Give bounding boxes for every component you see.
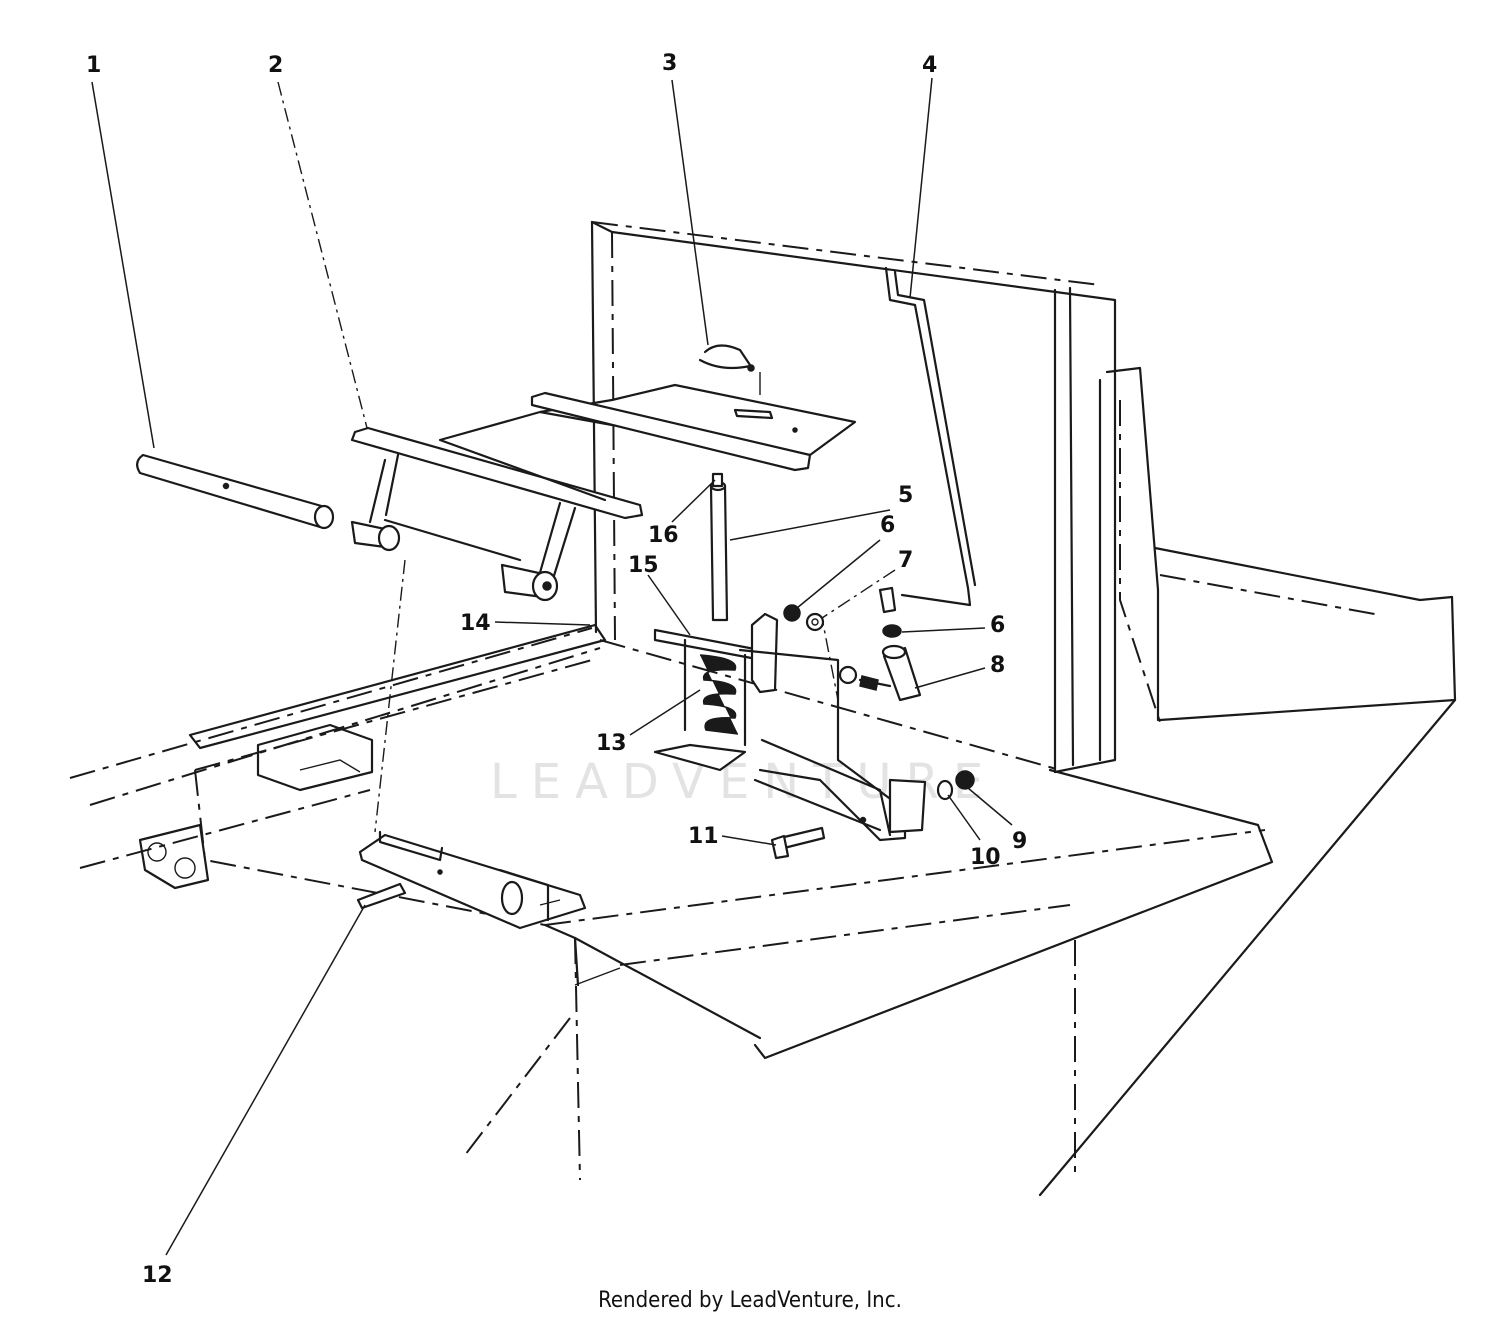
part-8-swivel <box>858 644 922 702</box>
callout-16: 16 <box>648 523 679 548</box>
part-4-link-rod <box>878 266 977 614</box>
callout-labels: 1 2 3 4 5 6 6 7 8 9 10 11 12 13 14 15 16 <box>86 51 1027 1288</box>
lower-hinge-plate <box>358 830 587 930</box>
callout-3: 3 <box>662 51 677 76</box>
part-1-rod <box>136 453 335 530</box>
callout-11: 11 <box>688 824 719 849</box>
part-6-nut-lower <box>882 624 902 638</box>
callout-10: 10 <box>970 845 1001 870</box>
callout-9: 9 <box>1012 829 1027 854</box>
center-bracket <box>738 612 927 842</box>
callout-2: 2 <box>268 53 283 78</box>
callout-12: 12 <box>142 1263 173 1288</box>
callout-8: 8 <box>990 653 1005 678</box>
frame-body <box>69 220 1457 1197</box>
credit-line: Rendered by LeadVenture, Inc. <box>598 1288 902 1313</box>
callout-5: 5 <box>898 483 913 508</box>
part-12-roll-pin <box>356 882 407 910</box>
callout-6: 6 <box>880 513 895 538</box>
mount-plate <box>438 383 857 502</box>
leader-lines <box>91 77 1013 1256</box>
callout-7: 7 <box>898 548 913 573</box>
part-9-nut <box>955 770 975 790</box>
callout-6-lower: 6 <box>990 613 1005 638</box>
part-7-washer <box>805 612 825 632</box>
callout-1: 1 <box>86 53 101 78</box>
callout-15: 15 <box>628 553 659 578</box>
part-11-bolt <box>770 816 867 860</box>
callout-14: 14 <box>460 611 491 636</box>
callout-4: 4 <box>922 53 937 78</box>
part-5-pin <box>709 472 729 622</box>
part-6-nut <box>783 604 801 622</box>
part-10-washer <box>936 779 954 801</box>
part-2-lift-bar <box>350 426 644 602</box>
part-13-spring <box>653 628 764 772</box>
part-3-hairpin <box>698 344 761 395</box>
callout-13: 13 <box>596 731 627 756</box>
